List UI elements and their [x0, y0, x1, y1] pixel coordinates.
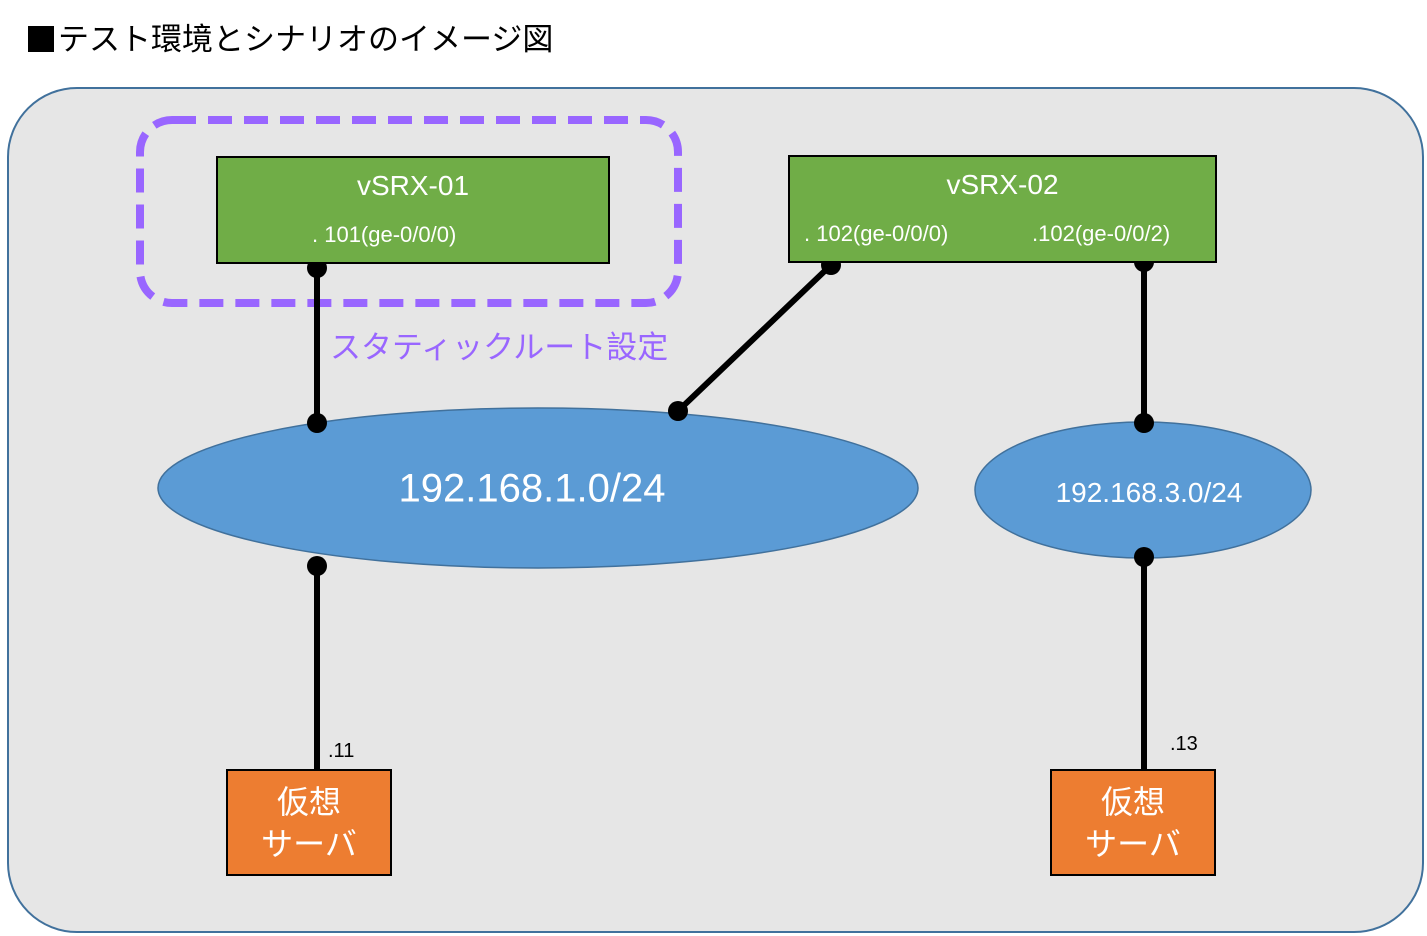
endpoint-dot — [668, 401, 688, 421]
interface-label: . 102(ge-0/0/0) — [804, 221, 949, 246]
virtual-server-2[interactable]: 仮想 サーバ — [1050, 769, 1216, 876]
black-square-bullet-icon — [28, 26, 54, 52]
endpoint-dot — [307, 556, 327, 576]
router-name: vSRX-02 — [946, 169, 1059, 200]
server-label-line2: サーバ — [261, 825, 357, 863]
static-route-label: スタティックルート設定 — [330, 330, 669, 366]
network-label: 192.168.1.0/24 — [398, 466, 666, 511]
interface-label: .102(ge-0/0/2) — [1032, 221, 1171, 246]
server-label-line1: 仮想 — [1100, 783, 1165, 821]
interface-label: . 101(ge-0/0/0) — [312, 222, 457, 247]
endpoint-dot — [307, 413, 327, 433]
network-192-168-1-0[interactable] — [157, 407, 919, 569]
static-route-highlight — [136, 116, 682, 307]
endpoint-dot — [1134, 413, 1154, 433]
router-vsrx-01[interactable]: vSRX-01 . 101(ge-0/0/0) — [216, 156, 610, 264]
virtual-server-1[interactable]: 仮想 サーバ — [226, 769, 392, 876]
network-label: 192.168.3.0/24 — [1055, 477, 1243, 508]
endpoint-dot — [1134, 547, 1154, 567]
title-text: テスト環境とシナリオのイメージ図 — [58, 22, 554, 58]
router-vsrx-02[interactable]: vSRX-02 . 102(ge-0/0/0) .102(ge-0/0/2) — [788, 155, 1217, 263]
server-label-line1: 仮想 — [276, 783, 341, 821]
server-ip-label: .11 — [328, 740, 355, 762]
server-label-line2: サーバ — [1085, 825, 1181, 863]
router-name: vSRX-01 — [356, 170, 470, 201]
link-vsrx02-net1 — [675, 262, 834, 414]
server-ip-label: .13 — [1170, 733, 1198, 755]
diagram-title: テスト環境とシナリオのイメージ図 — [28, 14, 553, 59]
